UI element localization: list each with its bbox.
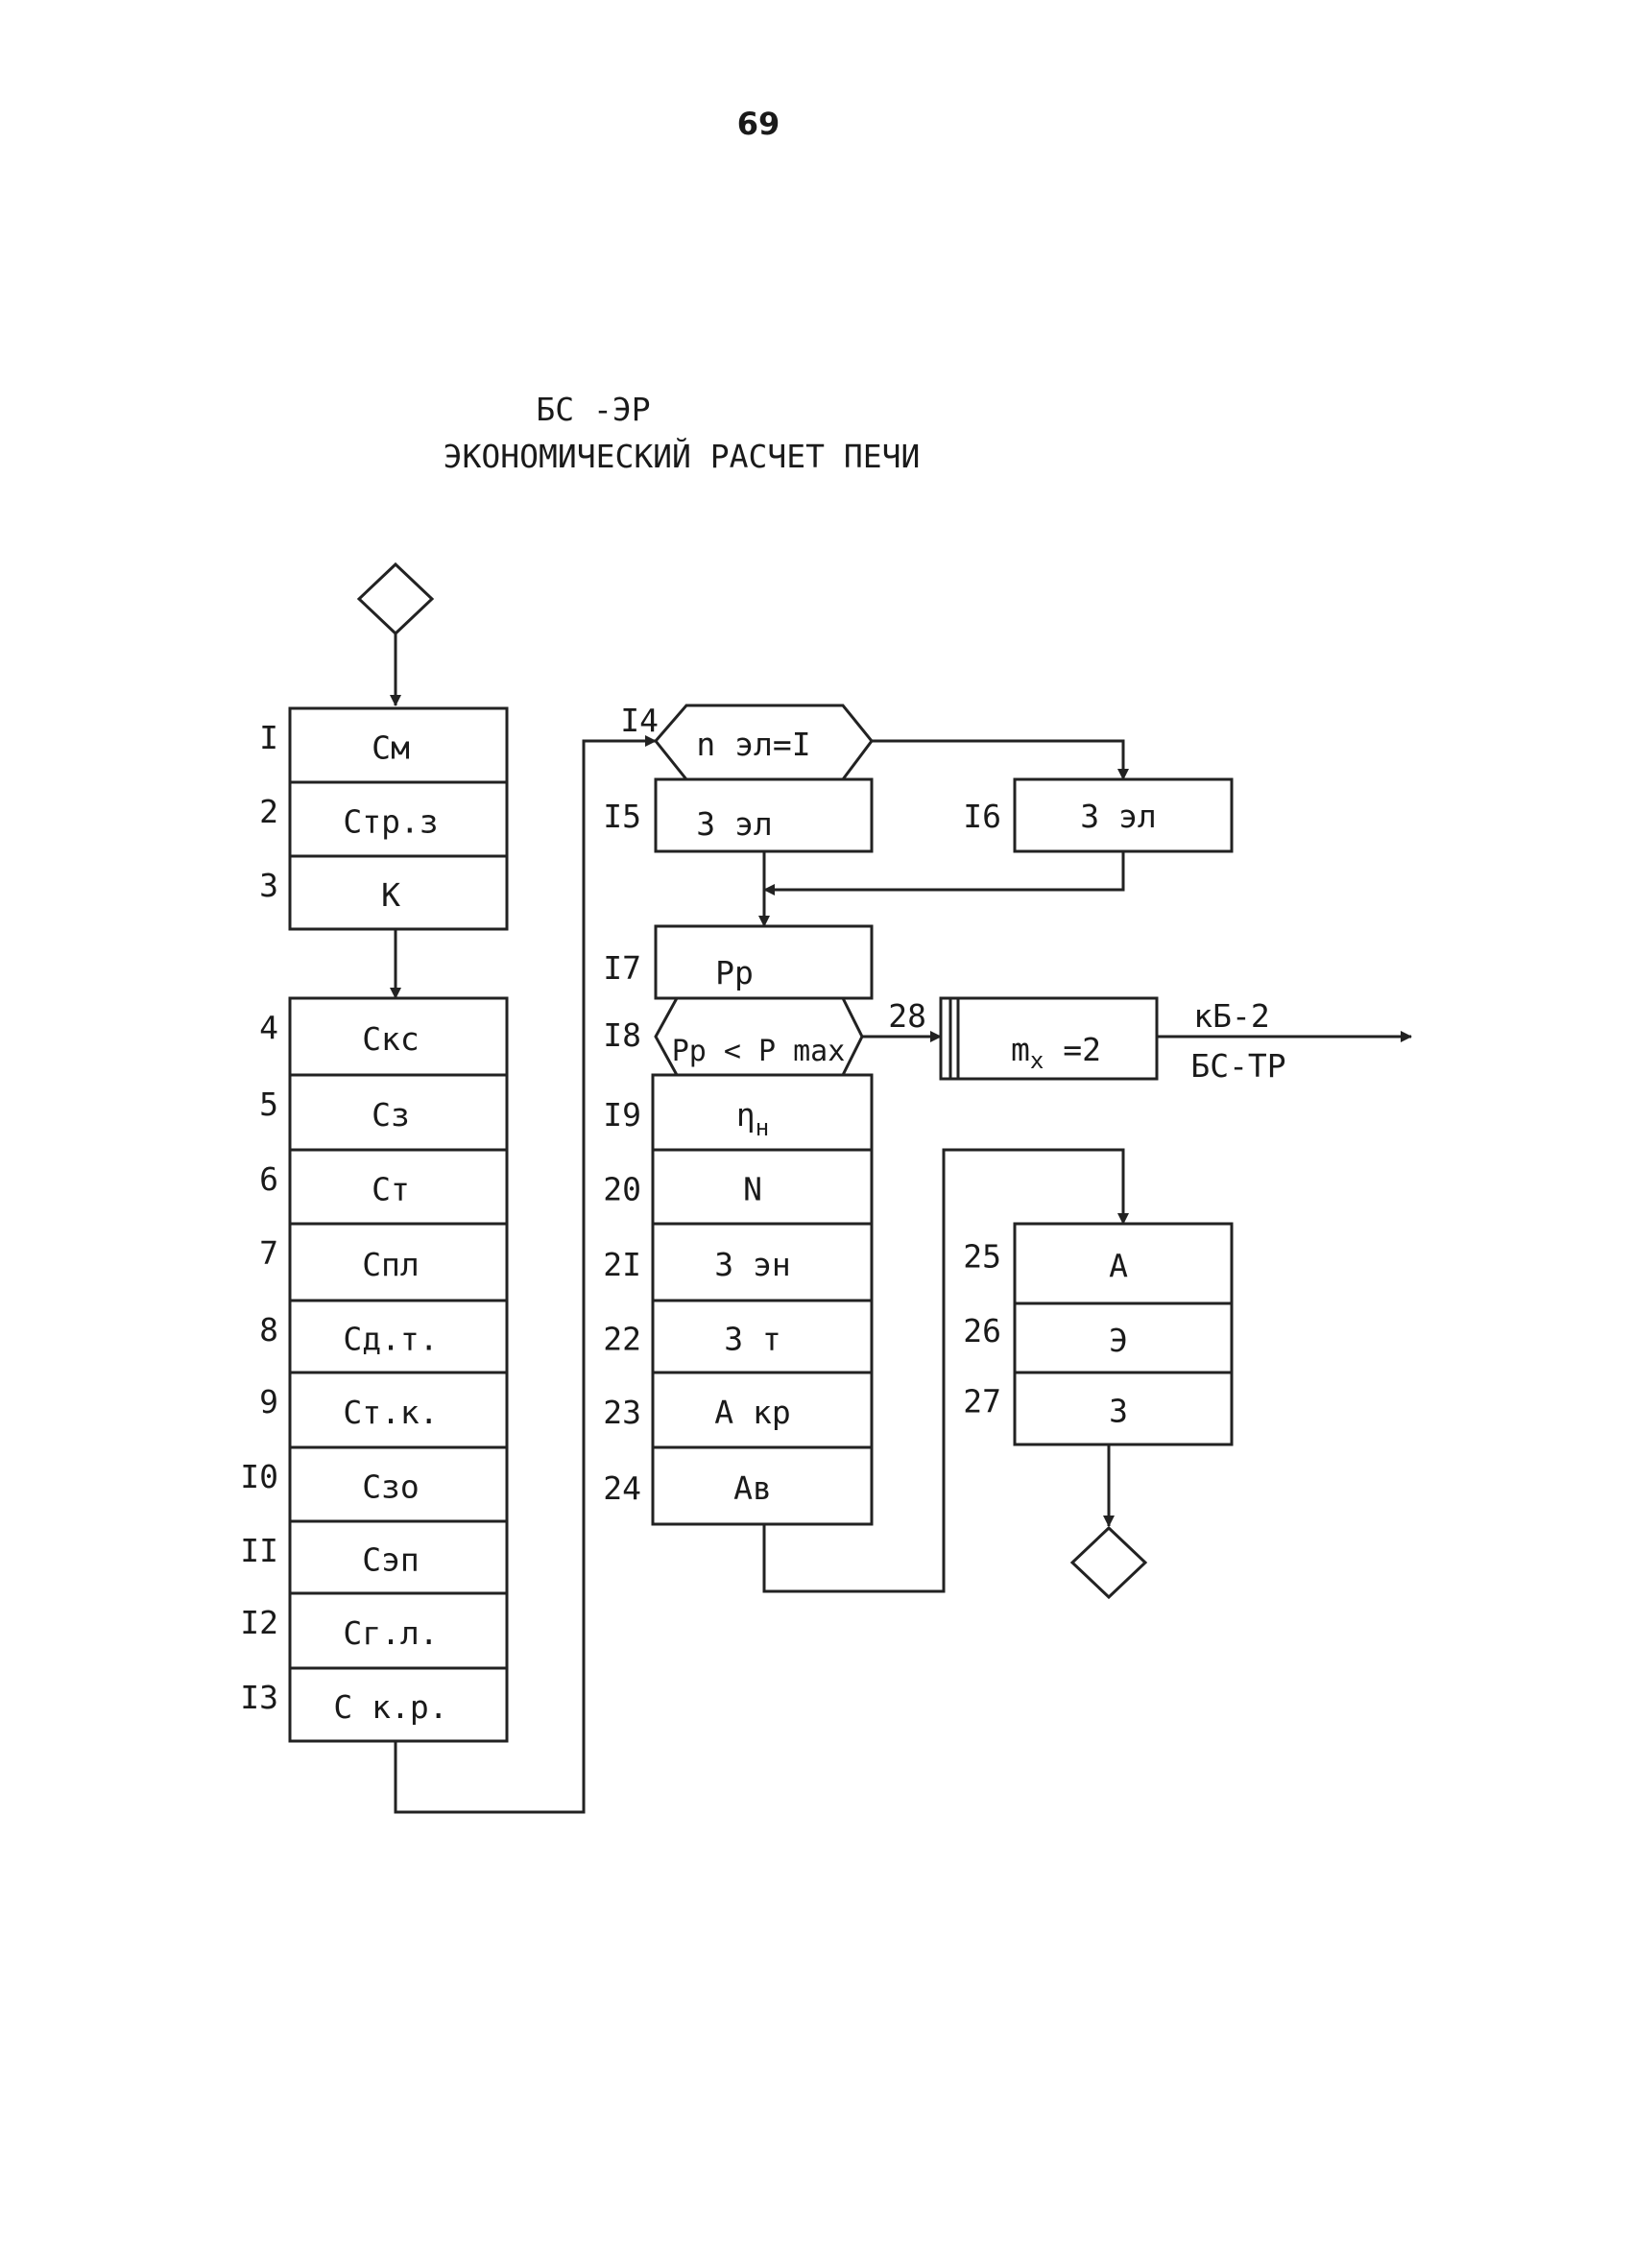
block-label: Э	[1109, 1322, 1128, 1359]
block-number: 20	[603, 1171, 641, 1208]
block-number: I0	[240, 1458, 278, 1495]
block-17-number: I7	[603, 949, 641, 987]
block-number: 23	[603, 1394, 641, 1431]
block-label: См	[372, 729, 410, 767]
block-number: 3	[259, 867, 278, 904]
block-number: 27	[963, 1383, 1001, 1420]
block-label: А	[1109, 1248, 1128, 1285]
block-number: 4	[259, 1009, 278, 1046]
block-label: З	[1109, 1393, 1128, 1430]
block-label: Сэп	[362, 1541, 420, 1579]
block-label: Сзо	[362, 1468, 420, 1506]
block-number: 26	[963, 1312, 1001, 1349]
block-17	[654, 924, 874, 1000]
connector-13-to-14	[394, 735, 657, 1814]
start-terminal	[356, 561, 435, 636]
block-label: Сз	[372, 1096, 410, 1134]
column-3-group	[1013, 1222, 1234, 1446]
column-1-group	[288, 706, 509, 931]
block-number: I3	[240, 1679, 278, 1716]
diagram-title: ЭКОНОМИЧЕСКИЙ РАСЧЕТ ПЕЧИ	[444, 437, 921, 475]
connector-16-to-merge	[763, 851, 1125, 895]
block-17-label: Pp	[715, 954, 754, 991]
block-28-number: 28	[888, 997, 926, 1035]
block-label: Ав	[733, 1469, 772, 1507]
block-18-label: Pp < P max	[672, 1035, 846, 1068]
block-number: I2	[240, 1604, 278, 1641]
block-label: ηн	[736, 1096, 769, 1141]
block-15-number: I5	[603, 798, 641, 835]
block-number: I	[259, 719, 278, 756]
block-label: С к.р.	[333, 1688, 447, 1726]
connector-24-to-25	[762, 1148, 1129, 1593]
block-number: I9	[603, 1096, 641, 1134]
block-number: 25	[963, 1238, 1001, 1276]
block-number: 22	[603, 1321, 641, 1358]
block-number: 8	[259, 1311, 278, 1349]
block-16-label: З эл	[1080, 798, 1156, 835]
block-label: З т	[724, 1321, 781, 1358]
block-label: З эн	[714, 1246, 790, 1283]
block-number: 5	[259, 1086, 278, 1123]
connector-14-to-16	[872, 739, 1129, 780]
block-14-number: I4	[620, 702, 659, 739]
block-number: 2	[259, 793, 278, 830]
block-14-label: n эл=I	[696, 726, 810, 763]
offpage-target-2: БС-ТР	[1190, 1047, 1285, 1085]
block-label: Ст	[372, 1171, 410, 1208]
offpage-target-1: кБ-2	[1193, 997, 1269, 1035]
block-label: Спл	[362, 1246, 420, 1283]
block-label: К	[381, 876, 400, 914]
block-number: 2I	[603, 1246, 641, 1283]
block-label: А кр	[714, 1394, 790, 1431]
block-number: II	[240, 1532, 278, 1569]
block-28-label: mx =2	[1011, 1031, 1101, 1074]
block-28	[939, 996, 1159, 1081]
block-label: N	[743, 1171, 762, 1208]
block-label: Сд.т.	[343, 1321, 438, 1358]
block-number: 9	[259, 1383, 278, 1420]
block-16-number: I6	[963, 798, 1001, 835]
block-label: Ст.к.	[343, 1394, 438, 1431]
block-number: 6	[259, 1160, 278, 1198]
block-number: 24	[603, 1469, 641, 1507]
block-label: Скс	[362, 1020, 420, 1058]
page-number: 69	[737, 106, 780, 142]
column-2-blocks: I9 ηн 20 N 2I З эн 22 З т 23 А кр 24 Ав	[603, 1073, 874, 1526]
column-3-blocks: 25 А 26 Э 27 З	[963, 1222, 1234, 1446]
block-18-number: I8	[603, 1016, 641, 1054]
block-15	[654, 777, 874, 853]
block-15-label: З эл	[696, 805, 772, 843]
end-terminal	[1069, 1525, 1148, 1600]
diagram-code-title: БС -ЭР	[536, 391, 650, 428]
block-16	[1013, 777, 1234, 853]
block-label: Стр.з	[343, 803, 438, 841]
block-label: Сг.л.	[343, 1614, 438, 1652]
block-number: 7	[259, 1234, 278, 1272]
